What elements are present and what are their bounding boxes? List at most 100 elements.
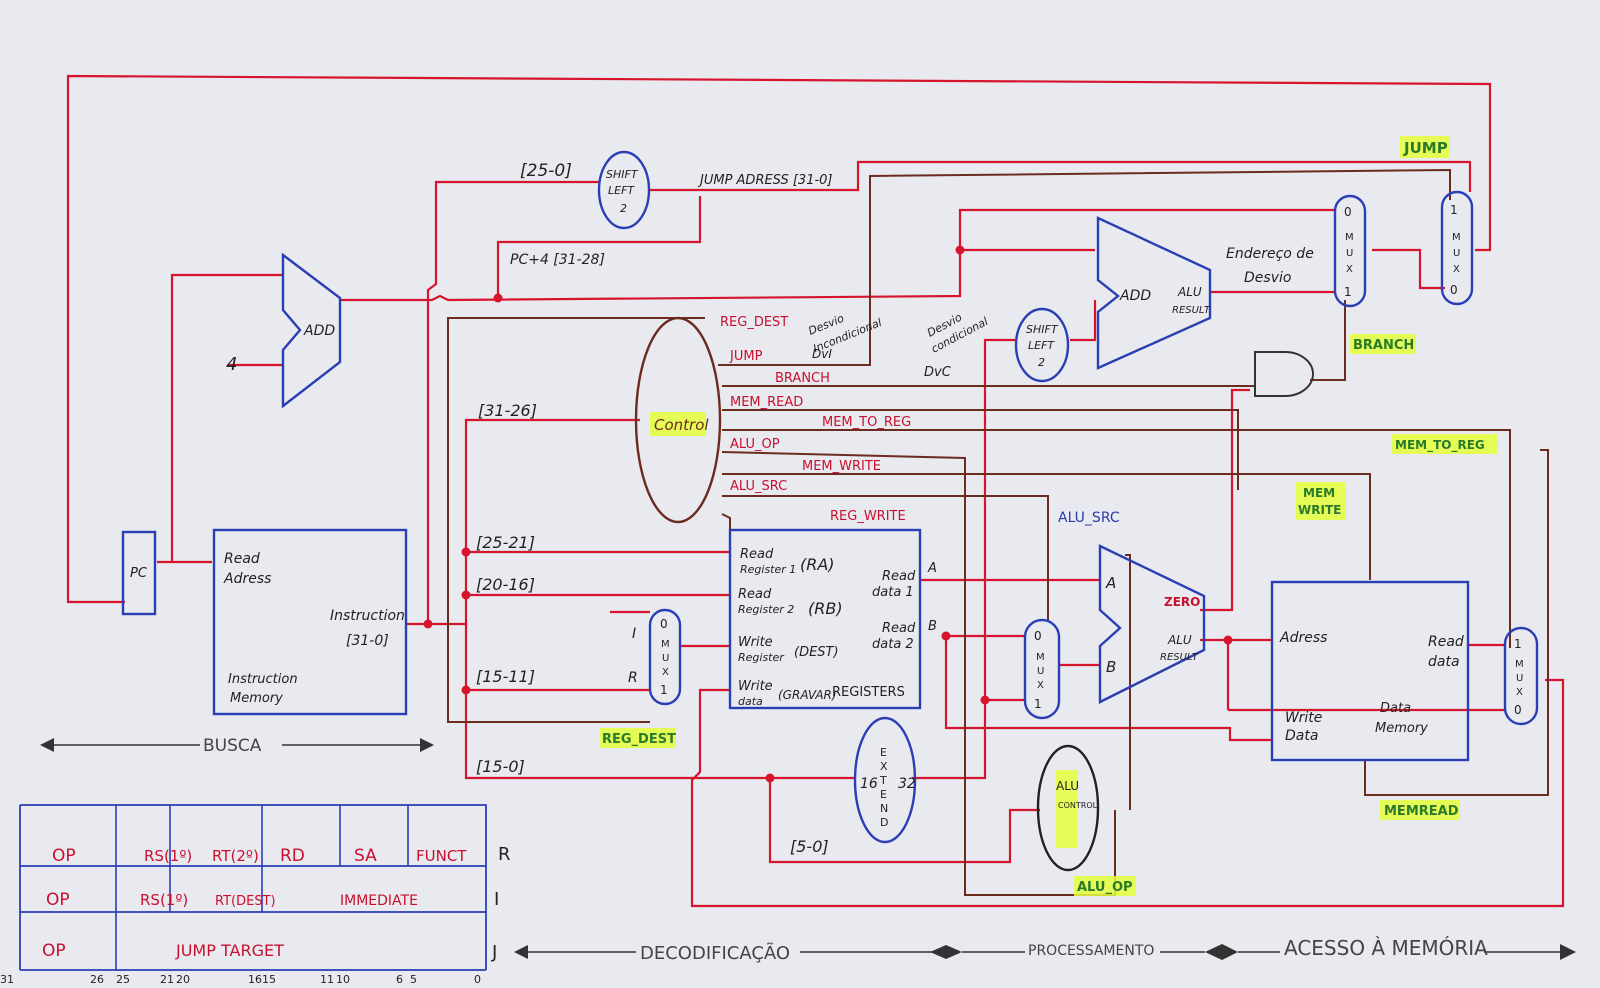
registers-label: REGISTERS (832, 685, 905, 700)
bits-15-0: [15-0] (476, 757, 525, 776)
bit-31: 31 (0, 973, 14, 986)
bit-15: 15 (262, 973, 276, 986)
sig-reg-write: REG_WRITE (830, 509, 906, 524)
rr2-l2: Register 2 (738, 603, 794, 616)
dmem-write-data-l2: Data (1285, 728, 1318, 744)
bits-20-16: [20-16] (476, 575, 535, 594)
mux-jump-0: 0 (1450, 283, 1458, 297)
rr2-l1: Read (738, 587, 772, 602)
shift-b-l1: SHIFT (1026, 323, 1059, 336)
extend-t: T (879, 774, 887, 787)
sig-alu-src: ALU_SRC (730, 479, 787, 494)
shift-a-l2: LEFT (608, 184, 635, 197)
bit-26: 26 (90, 973, 104, 986)
stage-decodificacao: DECODIFICAÇÃO (640, 942, 790, 964)
stage-processamento: PROCESSAMENTO (1028, 943, 1154, 959)
pc4-label: PC+4 [31-28] (510, 252, 605, 268)
bit-positions: 31 26 25 21 20 16 15 11 10 6 5 0 (0, 973, 481, 986)
port-a-label: A (927, 561, 937, 576)
r-field-sa: SA (354, 846, 377, 866)
bits-5-0: [5-0] (790, 837, 829, 856)
bit-6: 6 (396, 973, 403, 986)
rd1-l2: data 1 (872, 585, 914, 600)
i-field-imm: IMMEDIATE (340, 893, 418, 909)
sig-jump: JUMP (729, 349, 763, 364)
i-format-tag: I (494, 889, 499, 910)
sig-mem-write: MEM_WRITE (802, 459, 881, 474)
alu-control-l2: CONTROL (1058, 801, 1098, 810)
j-field-op: OP (42, 941, 66, 961)
endereco-desvio-l1: Endereço de (1226, 246, 1314, 262)
mux-mem-to-reg-m: M (1515, 659, 1524, 670)
rr1-l3: (RA) (800, 555, 835, 574)
mux-i-label: I (632, 626, 636, 642)
j-format-tag: J (491, 942, 497, 963)
shift-a-l1: SHIFT (606, 168, 639, 181)
r-field-funct: FUNCT (416, 847, 467, 865)
mux-jump-m: M (1452, 232, 1461, 243)
mux-branch-0: 0 (1344, 205, 1352, 219)
mux-alu-src-1: 1 (1034, 697, 1042, 711)
rd2-l2: data 2 (872, 637, 914, 652)
bit-0: 0 (474, 973, 481, 986)
bit-11: 11 (320, 973, 334, 986)
mux-branch-u: U (1346, 248, 1353, 259)
sig-mem-to-reg: MEM_TO_REG (822, 415, 911, 430)
mux-reg-dest-x: X (662, 667, 669, 678)
and-gate (1255, 352, 1313, 396)
mux-alu-src-u: U (1037, 666, 1044, 677)
label-jump-top: JUMP (1403, 139, 1448, 157)
note-cond: Desvio condicional (922, 301, 991, 356)
r-field-rt: RT(2º) (212, 847, 259, 865)
wr-l3: (DEST) (794, 645, 839, 660)
r-field-rs: RS(1º) (144, 847, 192, 865)
jump-address-label: JUMP ADRESS [31-0] (697, 173, 833, 188)
mux-reg-dest-0: 0 (660, 617, 668, 631)
branch-adder-label: ADD (1119, 288, 1151, 304)
wd-l1: Write (738, 679, 773, 694)
label-memread: MEMREAD (1384, 804, 1459, 819)
i-field-op: OP (46, 890, 70, 910)
mux-branch-1: 1 (1344, 285, 1352, 299)
control-wires (448, 170, 1548, 895)
instruction-l1: Instruction (330, 608, 405, 624)
mux-branch-x: X (1346, 264, 1353, 275)
label-reg-dest: REG_DEST (602, 732, 676, 747)
mux-branch-m: M (1345, 232, 1354, 243)
wr-l2: Register (738, 651, 785, 664)
sig-mem-read: MEM_READ (730, 395, 803, 410)
alu-a-label: A (1105, 574, 1116, 592)
branch-alu-result-l1: ALU (1177, 285, 1202, 299)
alu-result-l1: ALU (1167, 633, 1192, 647)
alu-b-label: B (1106, 658, 1116, 676)
bit-16: 16 (248, 973, 262, 986)
j-field-target: JUMP TARGET (175, 941, 284, 960)
dmem-write-data-l1: Write (1285, 710, 1322, 726)
bit-21: 21 (160, 973, 174, 986)
alu-result-l2: RESULT (1160, 652, 1199, 663)
i-field-rs: RS(1º) (140, 891, 188, 909)
mux-reg-dest-1: 1 (660, 683, 668, 697)
extend-x: X (880, 760, 888, 773)
stage-acesso: ACESSO À MEMÓRIA (1284, 936, 1488, 960)
endereco-desvio-l2: Desvio (1244, 270, 1291, 286)
mux-reg-dest-m: M (661, 639, 670, 650)
note-dvc: DvC (924, 365, 952, 380)
bit-5: 5 (410, 973, 417, 986)
mux-mem-to-reg-0: 0 (1514, 703, 1522, 717)
extend-e1: E (880, 746, 887, 759)
bits-25-21: [25-21] (476, 533, 535, 552)
wd-l3: (GRAVAR) (778, 688, 837, 702)
dmem-read-data-l1: Read (1428, 634, 1464, 650)
r-format-tag: R (498, 844, 511, 865)
stage-busca: BUSCA (203, 736, 262, 756)
label-mem-write-l1: MEM (1303, 486, 1335, 500)
pc-adder-label: ADD (303, 323, 335, 339)
extend-in-width: 16 (860, 776, 878, 792)
extend-out-width: 32 (898, 776, 916, 792)
rd1-l1: Read (882, 569, 916, 584)
r-field-rd: RD (280, 846, 305, 866)
read-address-l1: Read (224, 551, 260, 567)
